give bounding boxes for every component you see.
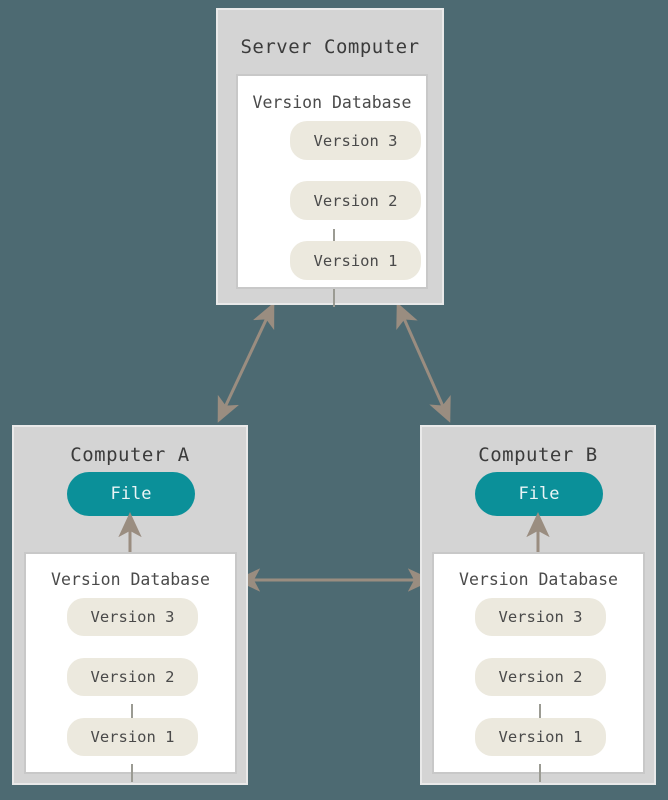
computer-a-title: Computer A xyxy=(70,444,190,466)
version-pill[interactable]: Version 3 xyxy=(290,121,421,160)
version-pill[interactable]: Version 1 xyxy=(290,241,421,280)
version-link xyxy=(131,764,133,782)
computer-a-box[interactable]: Computer A File Version Database Version… xyxy=(12,425,248,785)
arrow-server-to-computer-b xyxy=(396,302,451,423)
version-pill[interactable]: Version 2 xyxy=(475,658,606,696)
version-pill[interactable]: Version 1 xyxy=(475,718,606,756)
version-link xyxy=(333,229,335,247)
server-computer-title: Server Computer xyxy=(240,36,420,58)
computer-b-version-database-title: Version Database xyxy=(459,570,618,589)
version-link xyxy=(539,704,541,722)
arrow-server-to-computer-a xyxy=(217,302,275,423)
computer-a-file-pill[interactable]: File xyxy=(67,472,195,516)
server-computer-box[interactable]: Server Computer Version Database Version… xyxy=(216,8,444,307)
server-version-database-box[interactable]: Version Database Version 3 Version 2 Ver… xyxy=(236,74,428,307)
version-pill[interactable]: Version 2 xyxy=(290,181,421,220)
computer-b-title: Computer B xyxy=(478,444,598,466)
version-pill[interactable]: Version 3 xyxy=(67,598,198,636)
server-version-database-title: Version Database xyxy=(252,93,412,112)
computer-b-version-database-box[interactable]: Version Database Version 3 Version 2 Ver… xyxy=(432,552,645,782)
version-link xyxy=(131,704,133,722)
version-link xyxy=(333,289,335,307)
computer-a-version-database-title: Version Database xyxy=(51,570,210,589)
computer-b-file-pill[interactable]: File xyxy=(475,472,603,516)
computer-b-box[interactable]: Computer B File Version Database Version… xyxy=(420,425,656,785)
version-pill[interactable]: Version 1 xyxy=(67,718,198,756)
version-pill[interactable]: Version 2 xyxy=(67,658,198,696)
version-link xyxy=(539,764,541,782)
version-pill[interactable]: Version 3 xyxy=(475,598,606,636)
computer-a-version-database-box[interactable]: Version Database Version 3 Version 2 Ver… xyxy=(24,552,237,782)
